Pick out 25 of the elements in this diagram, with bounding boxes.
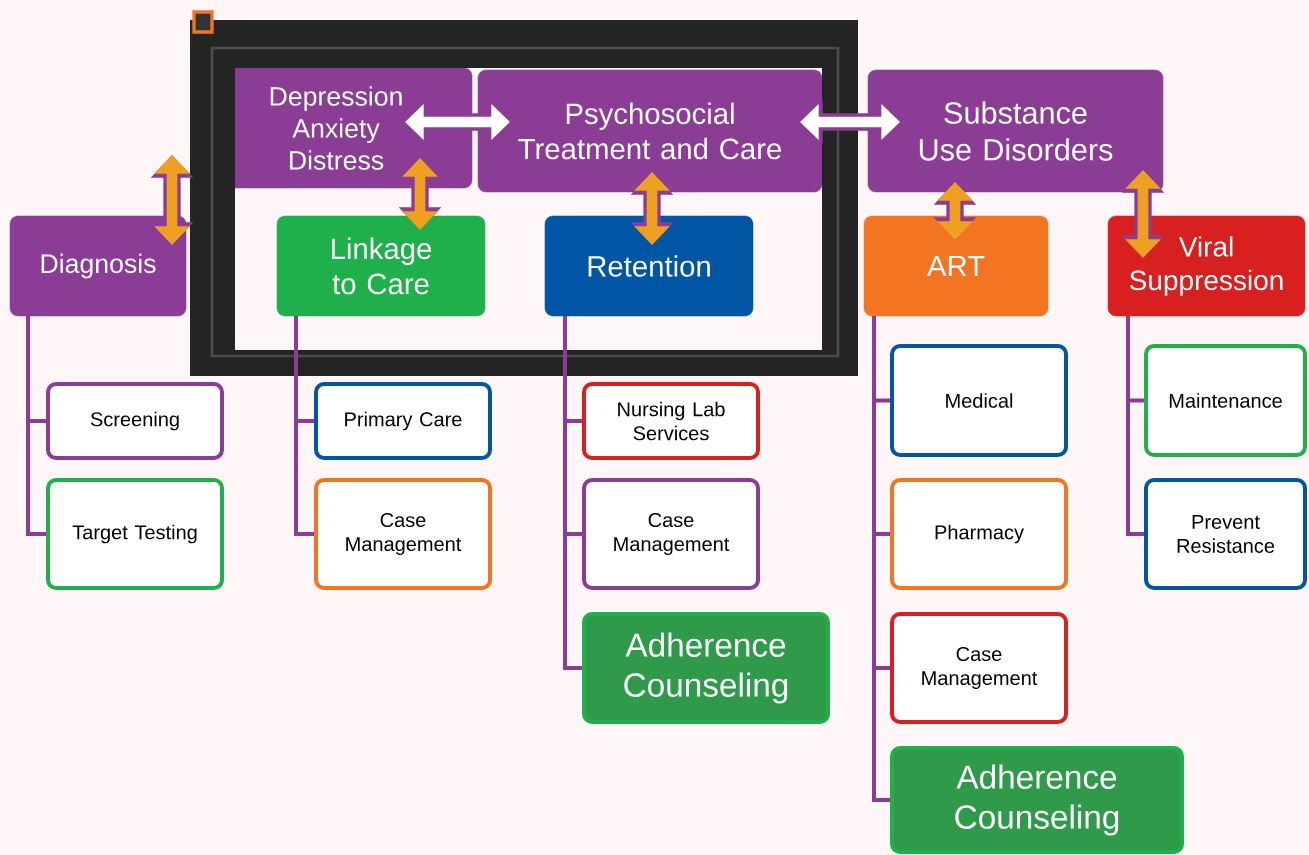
connector-line (1126, 316, 1144, 536)
connector-line (872, 316, 890, 802)
connector-line (26, 316, 46, 536)
stage-box: Retention (544, 215, 754, 317)
stage-box: ART (863, 215, 1049, 317)
connector-line (294, 316, 314, 536)
service-box: Primary Care (314, 382, 492, 460)
stage-box: Viral Suppression (1107, 215, 1306, 317)
service-box: Adherence Counseling (582, 612, 830, 724)
service-box: Case Management (582, 478, 760, 590)
service-box: Pharmacy (890, 478, 1068, 590)
category-box: Psychosocial Treatment and Care (477, 69, 823, 193)
service-box: Target Testing (46, 478, 224, 590)
service-box: Maintenance (1144, 344, 1307, 457)
stage-box: Diagnosis (9, 215, 187, 317)
service-box: Case Management (314, 478, 492, 590)
service-box: Adherence Counseling (890, 746, 1184, 854)
stage-box: Linkage to Care (276, 215, 486, 317)
service-box: Nursing Lab Services (582, 382, 760, 460)
category-box: Substance Use Disorders (867, 69, 1164, 193)
service-box: Case Management (890, 612, 1068, 724)
connector-line (563, 316, 582, 670)
service-box: Screening (46, 382, 224, 460)
service-box: Prevent Resistance (1144, 478, 1307, 590)
service-box: Medical (890, 344, 1068, 457)
